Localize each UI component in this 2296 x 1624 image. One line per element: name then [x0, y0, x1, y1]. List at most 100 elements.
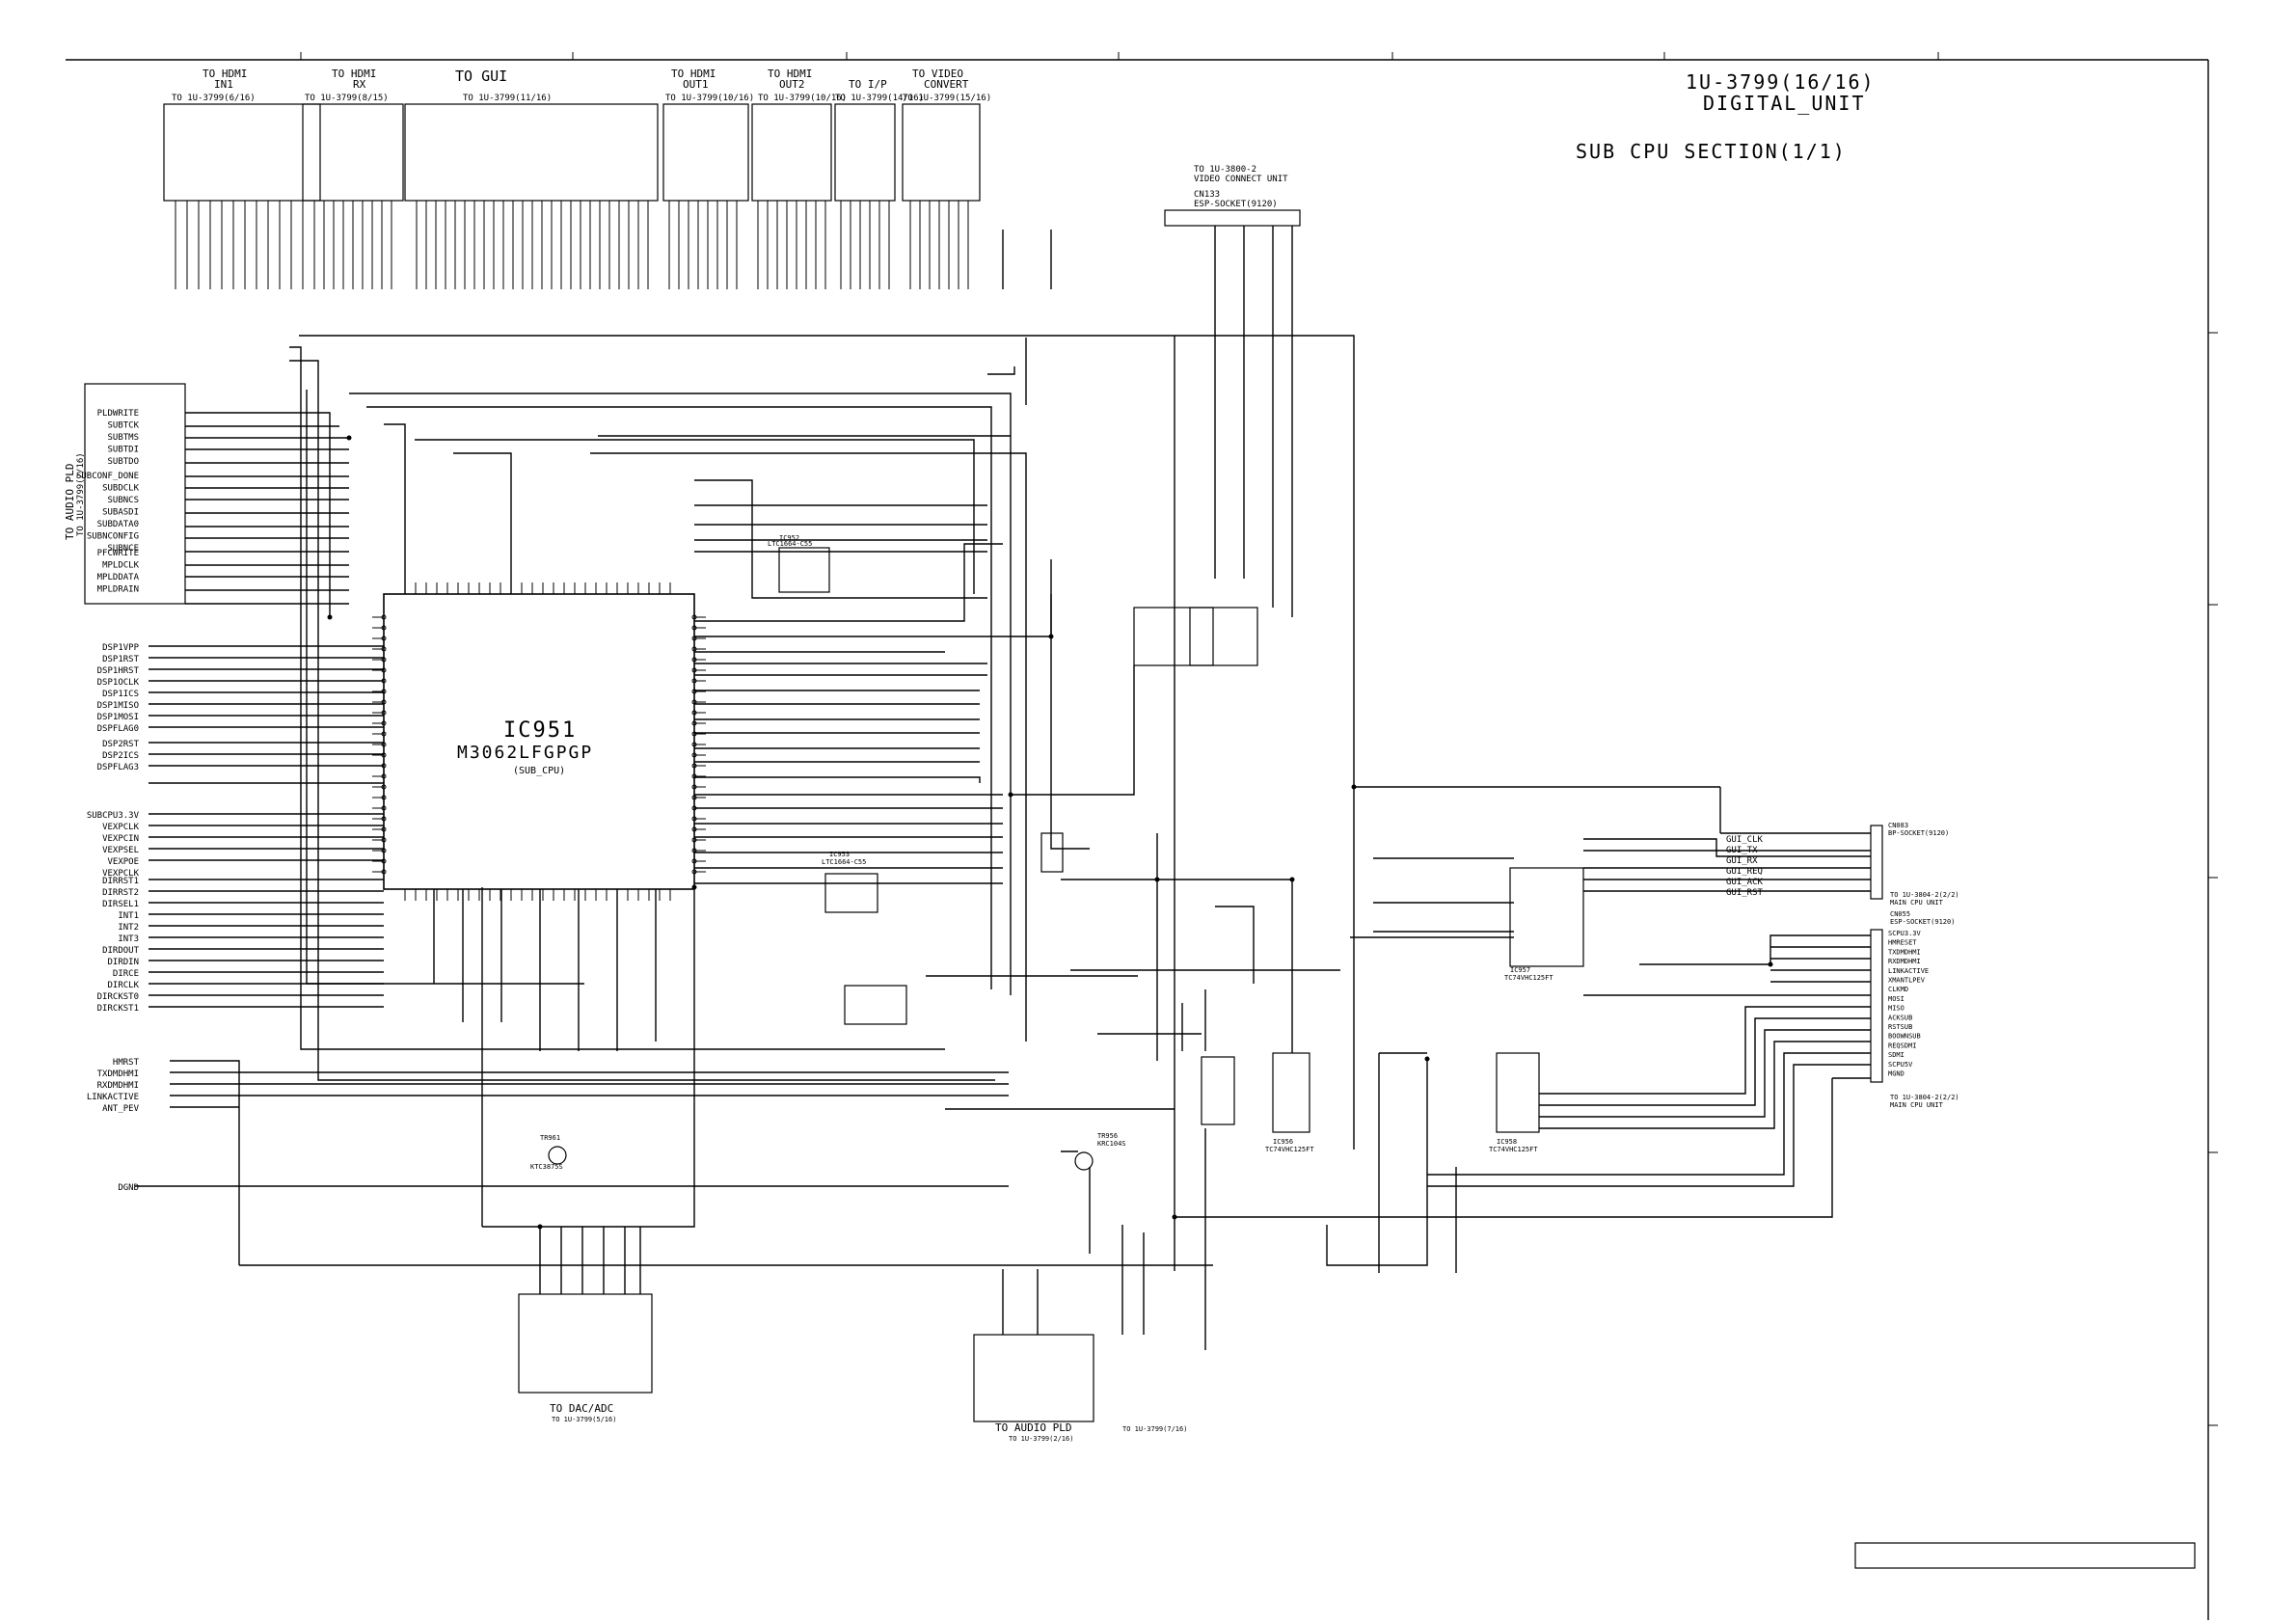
left-pwr-5: VEXPCLK [102, 869, 140, 879]
left-pld1-1: SUBTCK [107, 421, 139, 431]
header-signal-drops [175, 201, 969, 289]
tr961-ref: TR961 [540, 1134, 560, 1142]
left-dir-10: DIRCKST0 [97, 992, 139, 1002]
top-headers: TO HDMI IN1 TO 1U-3799(6/16) TO HDMI RX … [163, 68, 991, 202]
cn083-ref: TO 1U-3804-2(2/2) [1890, 891, 1959, 899]
right-gui-2: GUI_RX [1726, 856, 1758, 866]
hdr-hdmi-rx-sub: RX [353, 78, 366, 91]
hdr-hdmi-in1-sub: IN1 [214, 78, 233, 91]
left-pld2-0: SUBCONF_DONE [76, 472, 139, 481]
ic-small-blocks [844, 832, 1235, 1125]
ic953-part: LTC1664-C55 [822, 858, 866, 866]
ic951-note: (SUB_CPU) [513, 766, 565, 776]
hdr-gui-ref: TO 1U-3799(11/16) [463, 94, 552, 103]
left-pld3-0: PFCWRITE [97, 549, 139, 558]
ic957-part: TC74VHC125FT [1504, 974, 1553, 982]
dac-ref: TO 1U-3799(5/16) [552, 1416, 616, 1423]
left-pld2-5: SUBNCONFIG [87, 532, 139, 542]
hdr-hdmi-out2-ref: TO 1U-3799(10/16) [758, 94, 847, 103]
right-gui-5: GUI_RST [1726, 888, 1764, 898]
cn055-unit: MAIN CPU UNIT [1890, 1101, 1944, 1109]
tr961-block: TR961 KTC3875S [530, 1134, 567, 1171]
left-dir-3: INT1 [118, 911, 139, 921]
right-main-10: RSTSUB [1888, 1023, 1912, 1031]
ic957-ref: IC957 [1510, 966, 1530, 974]
left-pld3-3: MPLDRAIN [97, 585, 139, 595]
left-pld2-3: SUBASDI [102, 508, 139, 518]
hdr-hdmi-in1-title: TO HDMI [203, 68, 247, 80]
left-pld2-1: SUBDCLK [102, 484, 140, 494]
ic952-block: IC952 LTC1664-C55 [768, 534, 830, 593]
left-pld1-0: PLDWRITE [97, 409, 139, 419]
cn055-connector: CN055 ESP-SOCKET(9120) TO 1U-3804-2(2/2)… [1870, 910, 1959, 1109]
title-line2: DIGITAL_UNIT [1703, 92, 1866, 115]
right-signal-labels: GUI_CLKGUI_TXGUI_RXGUI_REQGUI_ACKGUI_RST… [1726, 835, 1929, 1078]
left-hmi-4: ANT_PEV [102, 1104, 140, 1114]
hdr-ip-ref: TO 1U-3799(14/16) [835, 94, 924, 103]
right-main-9: ACKSUB [1888, 1014, 1912, 1021]
left-dsp-1: DSP1RST [102, 655, 140, 664]
hdr-gui-title: TO GUI [455, 68, 507, 85]
cn133-ref: TO 1U-3800-2 [1194, 165, 1256, 175]
ic953-block: IC953 LTC1664-C55 [822, 851, 878, 913]
wiring [135, 226, 1871, 1350]
hdr-video-sub: CONVERT [924, 78, 969, 91]
right-main-13: SDMI [1888, 1051, 1904, 1059]
junction-dots [327, 435, 1773, 1230]
hdr-hdmi-in1-ref: TO 1U-3799(6/16) [172, 94, 256, 103]
sheet-frame [66, 52, 2218, 1620]
hdr-hdmi-out1-ref: TO 1U-3799(10/16) [665, 94, 754, 103]
right-main-2: TXDMDHMI [1888, 948, 1921, 956]
left-pld2-6: SUBNCE [107, 544, 139, 554]
cn133-unit: VIDEO CONNECT UNIT [1194, 175, 1288, 184]
left-pwr-3: VEXPSEL [102, 846, 139, 855]
left-pwr-0: SUBCPU3.3V [87, 811, 140, 821]
cn055-ref: TO 1U-3804-2(2/2) [1890, 1094, 1959, 1101]
left-dsp-7: DSPFLAG0 [97, 724, 139, 734]
right-gui-4: GUI_ACK [1726, 878, 1764, 887]
hdr-hdmi-out1-title: TO HDMI [671, 68, 716, 80]
left-hmi-0: HMRST [113, 1058, 140, 1068]
right-gui-3: GUI_REQ [1726, 867, 1763, 877]
left-pld-label: TO AUDIO PLD [64, 464, 76, 540]
cn083-name: CN083 [1888, 822, 1908, 829]
left-dsp-3: DSP1OCLK [97, 678, 140, 688]
cn133-type: ESP-SOCKET(9120) [1194, 200, 1278, 209]
right-gui-0: GUI_CLK [1726, 835, 1764, 845]
left-pld2-2: SUBNCS [107, 496, 139, 505]
bottom-dac-connector: TO DAC/ADC TO 1U-3799(5/16) [518, 1293, 653, 1423]
ic956-ref: IC956 [1273, 1138, 1293, 1146]
ic951-ref: IC951 [503, 718, 577, 743]
left-dsp-4: DSP1ICS [102, 690, 139, 699]
left-dgnd: DGND [118, 1183, 139, 1193]
right-main-12: REQSDMI [1888, 1042, 1917, 1049]
left-dsp-0: DSP1VPP [102, 643, 140, 653]
title-block [1854, 1542, 2196, 1569]
cn133-connector: TO 1U-3800-2 VIDEO CONNECT UNIT CN133 ES… [1164, 165, 1301, 227]
left-pwr-4: VEXPOE [107, 857, 139, 867]
section-title: SUB CPU SECTION(1/1) [1576, 140, 1847, 163]
left-pld3-2: MPLDDATA [97, 573, 140, 582]
ic958-ref: IC958 [1497, 1138, 1517, 1146]
tr956-block: TR956 KRC104S [1074, 1132, 1126, 1171]
left-signal-labels: PLDWRITESUBTCKSUBTMSSUBTDISUBTDOSUBCONF_… [76, 409, 140, 1193]
left-dir-9: DIRCLK [107, 981, 139, 990]
hdr-hdmi-out2-title: TO HDMI [768, 68, 812, 80]
hdr-hdmi-out2-sub: OUT2 [779, 78, 805, 91]
ic952-part: LTC1664-C55 [768, 540, 812, 548]
left-dir-1: DIRRST2 [102, 888, 139, 898]
left-dsp2-0: DSP2RST [102, 740, 140, 749]
bottom-pld-connector: TO AUDIO PLD TO 1U-3799(2/16) TO 1U-3799… [973, 1334, 1187, 1443]
title-area: 1U-3799(16/16) DIGITAL_UNIT SUB CPU SECT… [1576, 70, 1874, 163]
ic951-pins [372, 582, 706, 901]
hdr-hdmi-rx-ref: TO 1U-3799(8/15) [305, 94, 389, 103]
hdr-hdmi-rx-title: TO HDMI [332, 68, 376, 80]
cn083-connector: CN083 BP-SOCKET(9120) TO 1U-3804-2(2/2) … [1870, 822, 1959, 907]
cn083-unit: MAIN CPU UNIT [1890, 899, 1944, 907]
left-dsp-2: DSP1HRST [97, 666, 140, 676]
right-main-0: SCPU3.3V [1888, 930, 1922, 937]
left-pld-box: TO AUDIO PLD TO 1U-3799(2/16) [64, 383, 186, 605]
ic951-block: IC951 M3062LFGPGP (SUB_CPU) [383, 593, 695, 890]
left-dir-2: DIRSEL1 [102, 900, 139, 909]
right-main-4: LINKACTIVE [1888, 967, 1929, 975]
